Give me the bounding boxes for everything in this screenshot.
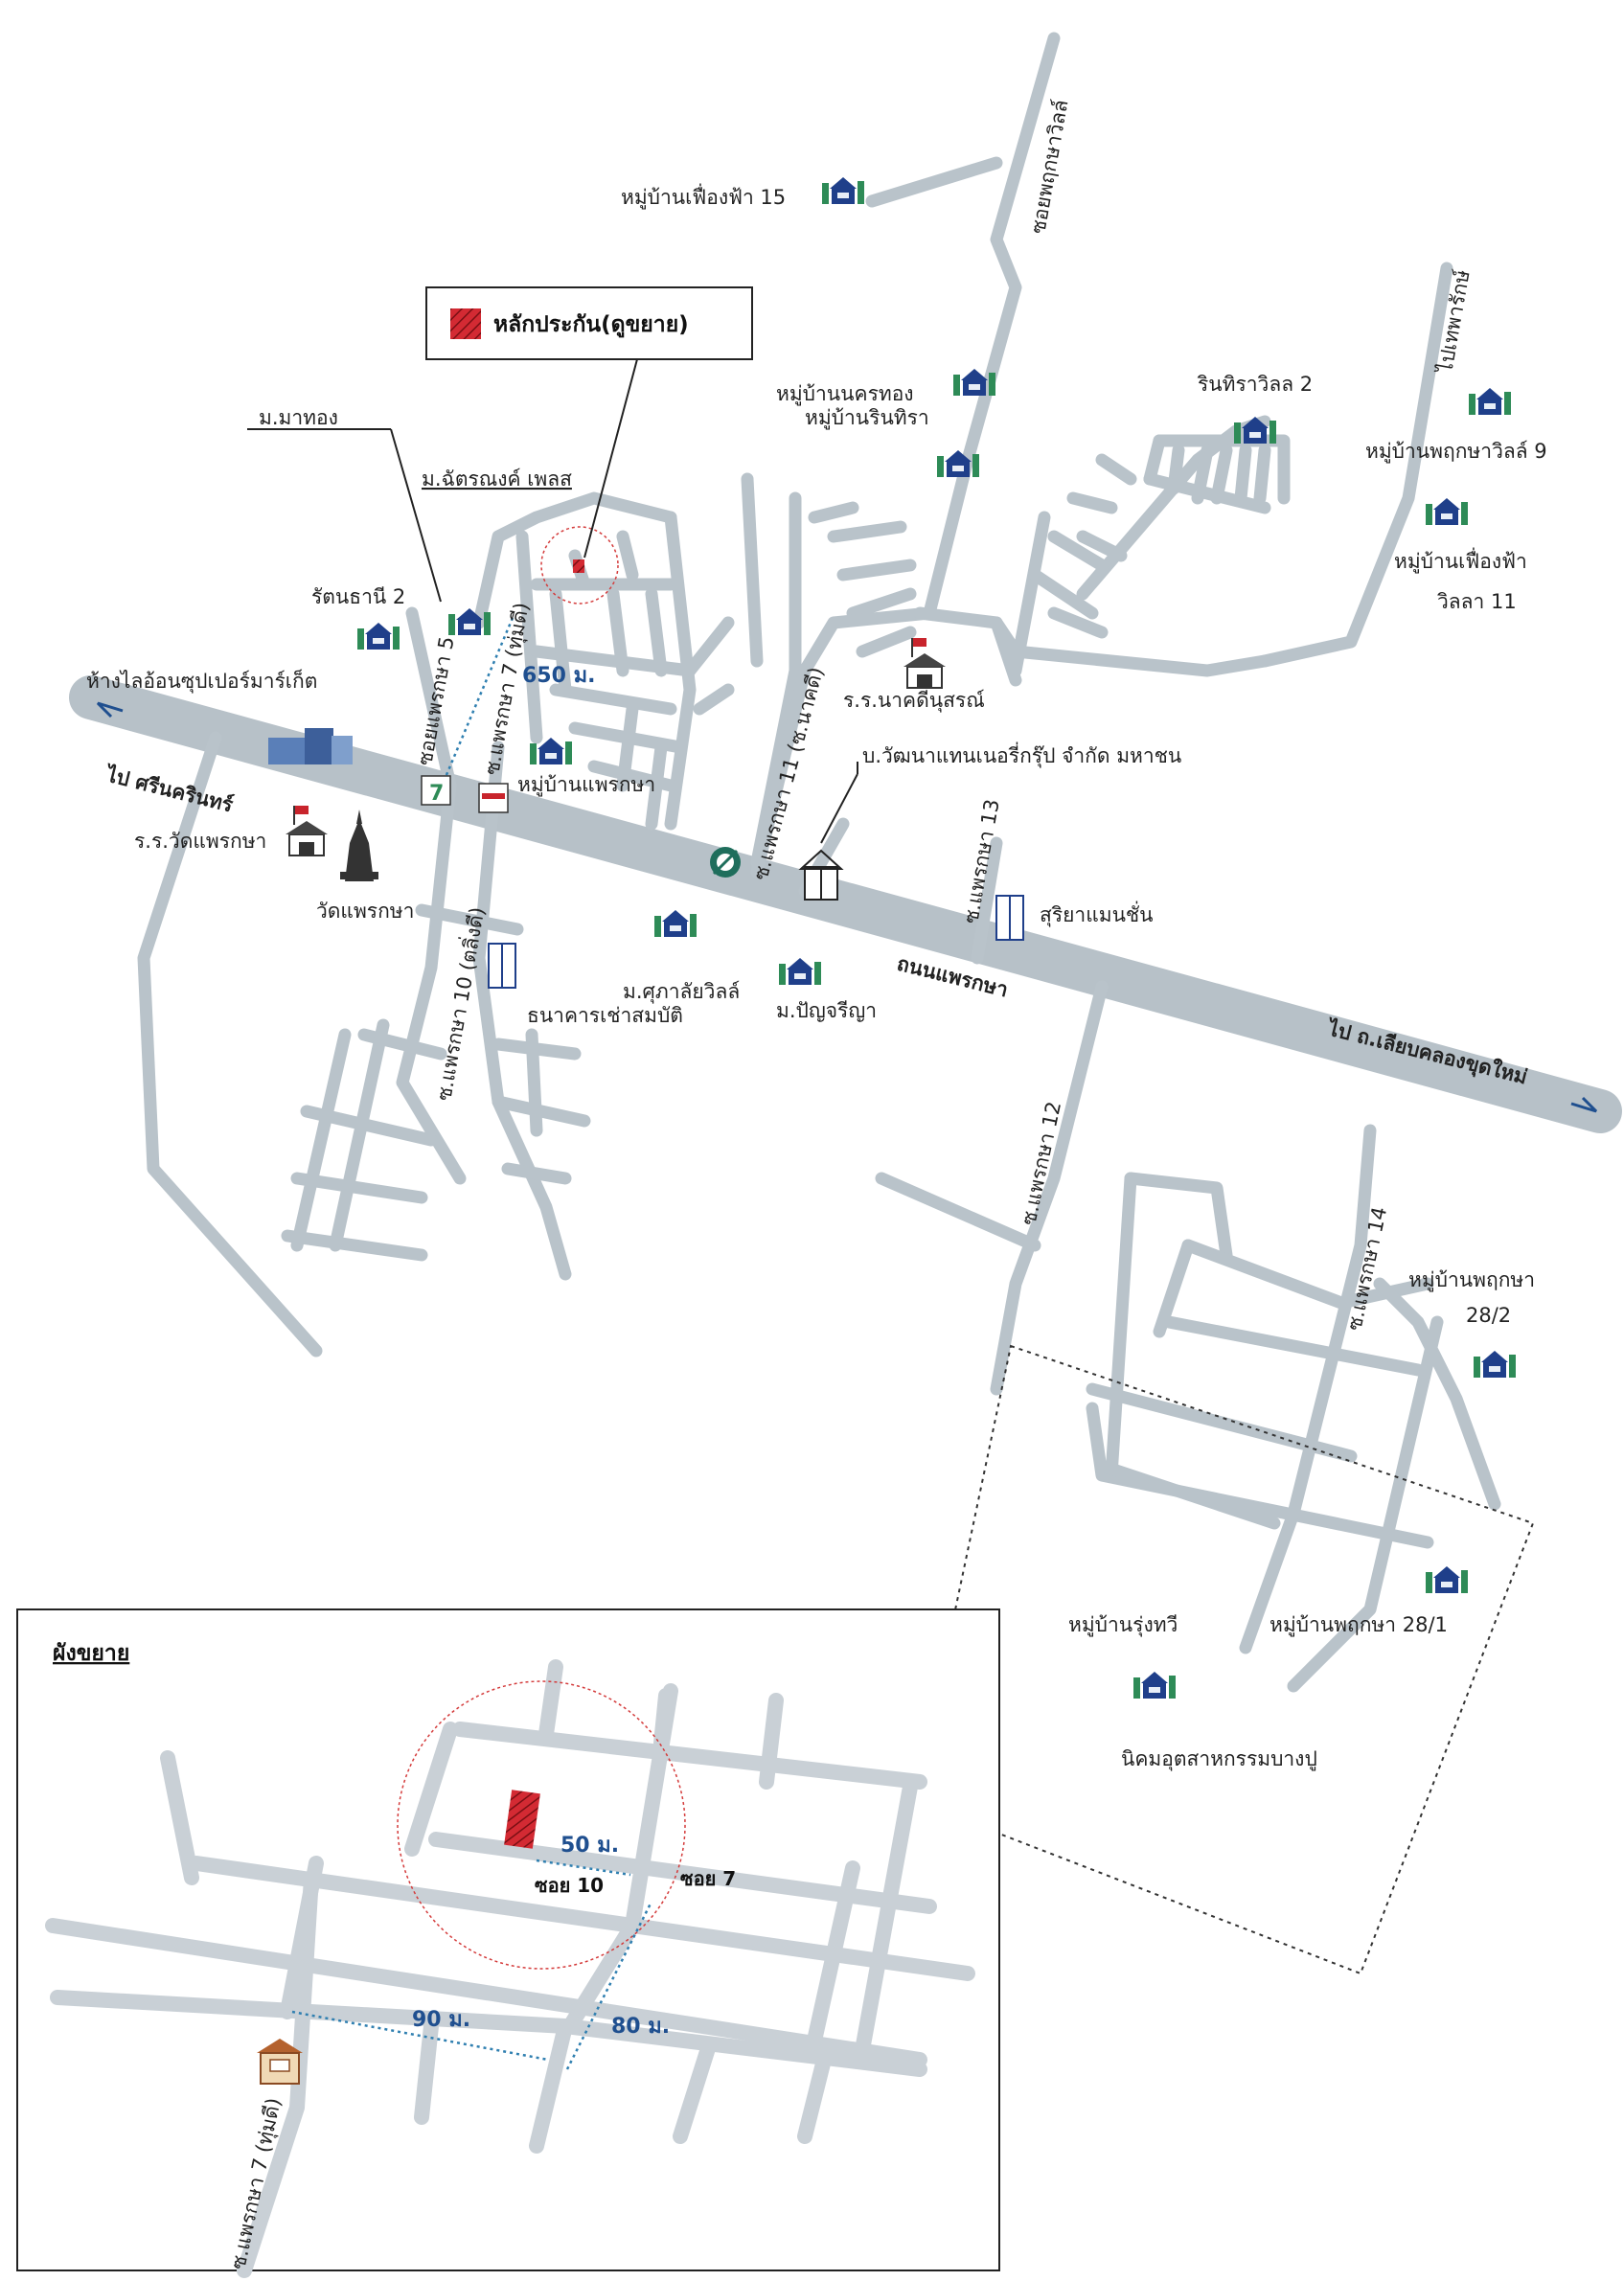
village-icon (1426, 1566, 1468, 1593)
label-mu-chatchanong: ม.ฉัตรณงค์ เพลส (422, 468, 572, 490)
label-school-nak: ร.ร.นาคดีนุสรณ์ (843, 689, 985, 713)
inset-label-soi10: ซอย 10 (535, 1874, 604, 1897)
arrow-left-icon (96, 701, 124, 719)
label-industrial: นิคมอุตสาหกรรมบางปู (1121, 1747, 1317, 1771)
label-bank: ธนาคารเช่าสมบัติ (527, 1004, 683, 1027)
legend: หลักประกัน(ดูขยาย) (425, 286, 753, 360)
svg-text:7: 7 (429, 782, 444, 806)
label-rinthira-ville2: รินทิราวิลล 2 (1197, 373, 1313, 396)
bank-icon (488, 943, 516, 989)
label-to-srinakarin: ไป ศรีนครินทร์ (103, 762, 237, 817)
company-icon (798, 849, 844, 901)
village-icon (1234, 417, 1276, 444)
road-network-west (137, 606, 591, 1357)
legend-leader (583, 358, 638, 559)
village-icon (822, 177, 864, 204)
label-village-khunthari: หมู่บ้านรุ่งทวี (1068, 1613, 1178, 1637)
label-supermarket: ห้างไลอ้อนซุปเปอร์มาร์เก็ต (86, 668, 317, 694)
village-icon (953, 369, 995, 396)
distance-650: 650 ม. (522, 664, 595, 688)
label-wat: วัดแพรกษา (316, 900, 414, 923)
inset-distance-90: 90 ม. (412, 2008, 470, 2032)
target-circle (540, 526, 619, 604)
label-mu-ma-thong: ม.มาทอง (259, 406, 338, 429)
label-village-pruksa28-1: หมู่บ้านพฤกษา 28/1 (1269, 1613, 1448, 1637)
legend-label: หลักประกัน(ดูขยาย) (493, 312, 689, 338)
village-icon (654, 910, 697, 937)
road-network-south (798, 817, 1501, 1693)
inset-label-soi7: ซอย 7 (680, 1867, 736, 1890)
label-village-pruksa28-2: หมู่บ้านพฤกษา (1408, 1268, 1535, 1292)
school-icon (285, 805, 329, 856)
label-village-fueangfa: หมู่บ้านเฟื่องฟ้า (1394, 547, 1527, 574)
label-village-pruksa28-2-num: 28/2 (1466, 1304, 1511, 1327)
village-icon (1474, 1351, 1516, 1378)
collateral-marker (573, 559, 584, 573)
mansion-icon (995, 895, 1024, 941)
tesco-icon (478, 783, 509, 813)
industrial-area-frame (913, 1344, 1535, 1975)
village-icon (1426, 498, 1468, 525)
arrow-right-icon (1570, 1096, 1598, 1113)
inset-distance-50: 50 ม. (560, 1834, 619, 1858)
label-school-wat: ร.ร.วัดแพรกษา (134, 830, 266, 853)
inset-map: ผังขยาย 50 ม. ซอย 10 (16, 1608, 1000, 2278)
supermarket-icon (268, 728, 353, 764)
village-icon (1133, 1672, 1176, 1699)
praeksa-road (69, 675, 1622, 1133)
inset-title: ผังขยาย (53, 1641, 129, 1666)
label-suriya: สุริยาแมนชั่น (1040, 901, 1154, 927)
legend-swatch (450, 308, 481, 339)
village-icon (1469, 388, 1511, 415)
village-icon (779, 958, 821, 985)
label-company: บ.วัฒนาแทนเนอรี่กรุ๊ป จำกัด มหาชน (862, 741, 1181, 768)
seven-eleven-icon: 7 (421, 775, 451, 806)
school-icon (903, 637, 947, 689)
gas-station-icon (710, 847, 741, 878)
inset-guardhouse-icon (257, 2039, 303, 2085)
village-icon (448, 608, 491, 635)
village-icon (357, 623, 400, 650)
inset-roads (45, 1659, 975, 2278)
inset-target-circle (397, 1680, 686, 1970)
label-village-nakhonthong: หมู่บ้านนครทอง (776, 382, 914, 406)
label-mu-punyarin: ม.ปัญจรีญา (776, 999, 877, 1022)
temple-icon (340, 810, 378, 881)
label-mu-supalai: ม.ศุภาลัยวิลล์ (623, 980, 740, 1004)
label-village-praeksa: หมู่บ้านแพรกษา (517, 773, 655, 797)
label-village-fueangfa15: หมู่บ้านเฟื่องฟ้า 15 (621, 183, 786, 210)
inset-collateral-marker (504, 1790, 540, 1849)
label-rattanathani: รัตนธานี 2 (311, 585, 405, 608)
inset-distance-80: 80 ม. (611, 2015, 670, 2039)
village-icon (937, 450, 979, 477)
label-village-pruksa9: หมู่บ้านพฤกษาวิลล์ 9 (1365, 440, 1547, 464)
label-village-rinthira: หมู่บ้านรินทิรา (805, 406, 929, 430)
label-villa11: วิลลา 11 (1437, 590, 1517, 613)
